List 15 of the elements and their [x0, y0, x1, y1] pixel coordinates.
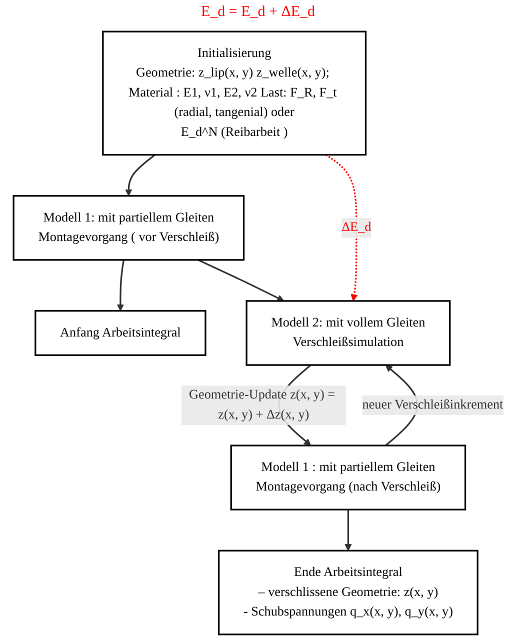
node-box: Initialisierung Geometrie: z_lip(x, y) z_welle(x, y); Material : E1, ν1, E2, ν2 Last: F_R, F_t (radial, tangenial) oder E_d^N (Reibarbeit )	[102, 30, 366, 156]
arrow	[344, 510, 352, 551]
edge-label: neuer Verschleißinkrement	[362, 398, 503, 412]
node-box: Ende Arbeitsintegral – verschlissene Geometrie: z(x, y) - Schubspannungen q_x(x, y), q_y(x, y)	[218, 550, 478, 636]
arrow	[124, 154, 156, 196]
node-box: Modell 1: mit partiellem Gleiten Montagevorgang ( vor Verschleiß)	[12, 195, 244, 261]
edge-label: ΔE_d	[341, 220, 371, 234]
node-box: Modell 1 : mit partiellem Gleiten Montagevorgang (nach Verschleiß)	[230, 444, 466, 510]
node-box: Anfang Arbeitsintegral	[34, 310, 206, 356]
arrow	[197, 259, 284, 302]
arrow	[116, 260, 124, 312]
formula-note: E_d = E_d + ΔE_d	[200, 4, 316, 20]
edge-label: Geometrie-Update z(x, y) = z(x, y) + Δz(x, y)	[188, 388, 335, 422]
arrow	[325, 154, 358, 302]
node-box: Modell 2: mit vollem Gleiten Verschleißsimulation	[245, 300, 450, 366]
